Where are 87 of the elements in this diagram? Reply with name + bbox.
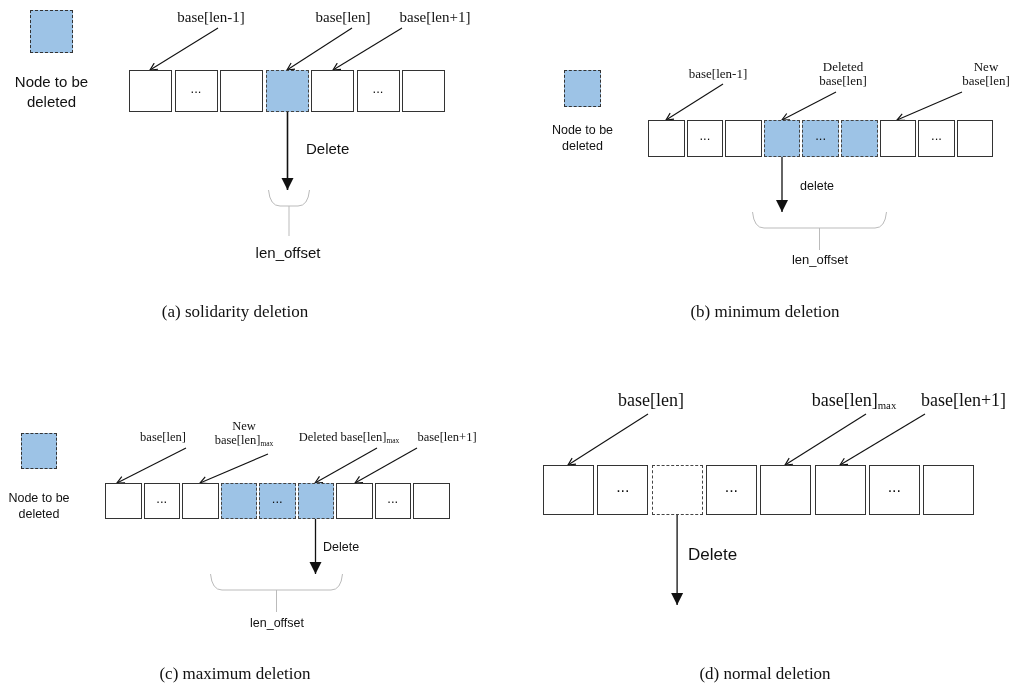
array-cell: [374, 483, 411, 519]
ellipsis-text: ...: [190, 81, 202, 95]
array-cell: [651, 465, 703, 515]
pointer-label: New base[len]: [956, 56, 1016, 92]
pointer-label: base[len+1]: [393, 6, 477, 28]
leader-arrow: [839, 413, 926, 466]
leader-arrow: [281, 111, 294, 191]
array-cell: [918, 120, 955, 157]
leader-arrow: [784, 413, 867, 466]
pointer-label: base[len+1]: [411, 428, 483, 448]
array-cell: [923, 465, 975, 515]
pointer-label: Deleted base[len]: [812, 56, 874, 92]
leader-arrow: [309, 518, 322, 575]
offset-label: len_offset: [250, 616, 304, 630]
ellipsis-text: ...: [699, 129, 711, 143]
ellipsis-text: ...: [387, 491, 399, 505]
ellipsis-text: ...: [887, 478, 901, 495]
curly-brace: [752, 212, 887, 250]
leader-arrow: [781, 91, 837, 121]
array-cell: [259, 483, 296, 519]
caption: (d) normal deletion: [699, 664, 831, 684]
array-cell: [686, 120, 724, 157]
ellipsis-text: ...: [724, 478, 739, 495]
pointer-label: New base[len]$_{max}$: [203, 414, 285, 454]
ellipsis-text: ...: [156, 491, 168, 505]
array-cell: [174, 70, 218, 112]
legend-text: Node to be deleted: [7, 490, 71, 523]
leader-arrow: [286, 27, 353, 71]
curly-brace: [268, 190, 310, 236]
array-cell: [879, 120, 917, 157]
legend-text: Node to be deleted: [13, 72, 90, 111]
leader-arrow: [665, 83, 724, 121]
array-cell: [105, 483, 142, 519]
ellipsis-text: ...: [372, 81, 384, 95]
array-cell: [356, 70, 400, 112]
array-cell: [648, 120, 685, 157]
ellipsis-text: ...: [271, 491, 283, 505]
array-cell: [311, 70, 354, 112]
array-cell: [597, 465, 649, 515]
pointer-label: base[len]$_{max}$: [800, 388, 908, 414]
array-cell: [220, 70, 263, 112]
array-cell: [956, 120, 994, 157]
array-cell: [802, 120, 839, 157]
array-cell: [543, 465, 594, 515]
array-cell: [841, 120, 878, 157]
array-cell: [763, 120, 801, 157]
legend-text: Node to be deleted: [550, 122, 615, 155]
array-cell: [297, 483, 334, 519]
offset-label: len_offset: [791, 252, 849, 267]
leader-arrow: [567, 413, 649, 466]
array-cell: [402, 70, 445, 112]
pointer-label: base[len]: [608, 388, 694, 414]
pointer-label: base[len]: [132, 428, 194, 448]
arrow: [671, 514, 684, 606]
caption: (a) solidarity deletion: [161, 302, 309, 322]
array-cell: [182, 483, 219, 519]
leader-arrow: [776, 156, 788, 213]
pointer-label: base[len+1]: [912, 388, 1015, 414]
array-cell: [760, 465, 812, 515]
leader-arrow: [116, 447, 187, 484]
leader-arrow: [149, 27, 219, 71]
leader-arrow: [199, 453, 269, 485]
array-cell: [814, 465, 866, 515]
array-cell: [336, 483, 373, 519]
leader-arrow: [896, 91, 963, 122]
curly-brace: [210, 574, 343, 612]
caption: (b) minimum deletion: [690, 302, 840, 322]
array-cell: [705, 465, 757, 515]
pointer-label: base[len]: [308, 6, 378, 28]
leader-arrow: [314, 447, 378, 484]
leader-arrow: [354, 447, 418, 484]
pointer-label: base[len-1]: [682, 64, 754, 84]
array-cell: [265, 70, 309, 112]
caption: (c) maximum deletion: [159, 664, 311, 684]
pointer-label: Deleted base[len]$_{max}$: [287, 428, 411, 448]
ellipsis-text: ...: [815, 129, 827, 143]
array-cell: [725, 120, 762, 157]
offset-label: len_offset: [255, 244, 321, 261]
leader-arrow: [332, 27, 403, 71]
array-cell: [220, 483, 257, 519]
array-cell: [868, 465, 920, 515]
array-cell: [413, 483, 450, 519]
array-cell: [143, 483, 180, 519]
pointer-label: base[len-1]: [170, 6, 252, 28]
ellipsis-text: ...: [616, 478, 630, 495]
ellipsis-text: ...: [931, 129, 942, 143]
array-cell: [129, 70, 172, 112]
